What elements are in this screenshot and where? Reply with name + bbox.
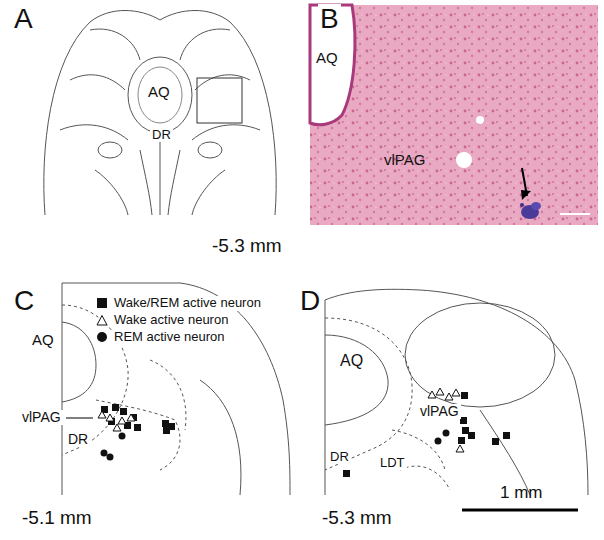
scale-label: 1 mm xyxy=(500,484,543,503)
region-label: DR xyxy=(150,128,173,142)
legend-text: Wake active neuron xyxy=(112,313,230,328)
region-label: AQ xyxy=(316,50,338,67)
atlas-section-d xyxy=(325,289,588,495)
histology-image xyxy=(310,5,598,225)
neuron-markers-d xyxy=(343,388,510,477)
panel-letter: C xyxy=(14,286,34,317)
region-label: vlPAG xyxy=(384,152,425,169)
scale-bar xyxy=(462,509,578,512)
legend-row: REM active neuron xyxy=(96,330,227,345)
region-label: DR xyxy=(66,432,90,447)
coordinate-label: -5.1 mm xyxy=(22,508,92,529)
legend-row: Wake/REM active neuron xyxy=(96,296,263,311)
atlas-section-a xyxy=(44,11,276,216)
coordinate-label: -5.3 mm xyxy=(322,508,392,529)
panel-letter: B xyxy=(318,4,341,35)
region-label: AQ xyxy=(338,352,365,370)
legend-row: Wake active neuron xyxy=(96,313,230,328)
panel-letter: A xyxy=(14,4,33,35)
legend-marker xyxy=(96,297,108,309)
region-label: vlPAG xyxy=(418,404,461,419)
region-label: AQ xyxy=(30,332,56,349)
region-label: AQ xyxy=(148,84,170,101)
legend-marker xyxy=(96,331,108,343)
region-label: DR xyxy=(328,450,351,464)
neuron-markers-c xyxy=(98,404,175,461)
region-label: vlPAG xyxy=(20,410,63,425)
coordinate-label: -5.3 mm xyxy=(212,236,282,257)
atlas-section-c xyxy=(62,283,290,495)
panel-letter: D xyxy=(300,286,320,317)
legend-text: Wake/REM active neuron xyxy=(112,296,263,311)
region-label: LDT xyxy=(378,456,407,470)
legend-marker xyxy=(96,314,108,326)
legend-text: REM active neuron xyxy=(112,330,227,345)
